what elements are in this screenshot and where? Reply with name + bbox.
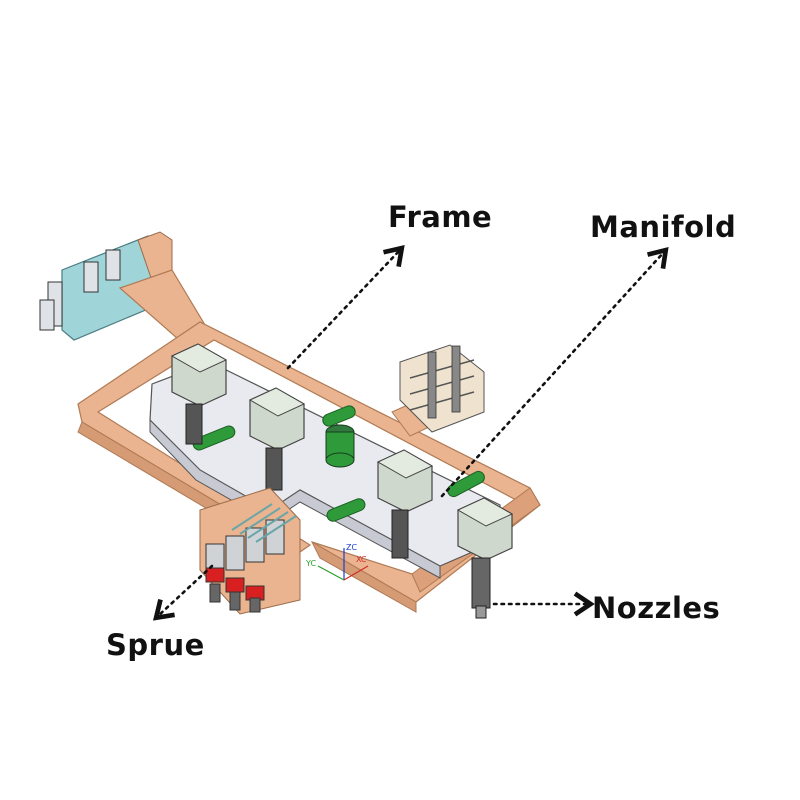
sprue-leader xyxy=(152,564,214,621)
sprue-bushing xyxy=(325,424,355,468)
frame-leader xyxy=(286,245,405,370)
actuator-4 xyxy=(456,497,514,619)
actuator-3 xyxy=(376,449,434,559)
coordinate-triad: YC ZC XC xyxy=(305,543,369,581)
actuator-2 xyxy=(248,387,306,491)
label-manifold: Manifold xyxy=(590,210,737,244)
axis-label-zc: ZC xyxy=(346,543,357,552)
actuators xyxy=(170,343,514,619)
label-sprue: Sprue xyxy=(106,628,205,662)
label-nozzles: Nozzles xyxy=(592,591,721,625)
leader-lines xyxy=(152,245,669,621)
axis-label-yc: YC xyxy=(305,559,316,568)
sprue-assembly xyxy=(199,487,301,615)
green-bars xyxy=(192,405,485,522)
axis-label-xc: XC xyxy=(356,555,367,564)
actuator-1 xyxy=(170,343,228,445)
side-block xyxy=(399,344,485,433)
inlet-block xyxy=(39,231,173,341)
manifold-leader xyxy=(440,246,669,498)
label-frame: Frame xyxy=(388,200,493,234)
